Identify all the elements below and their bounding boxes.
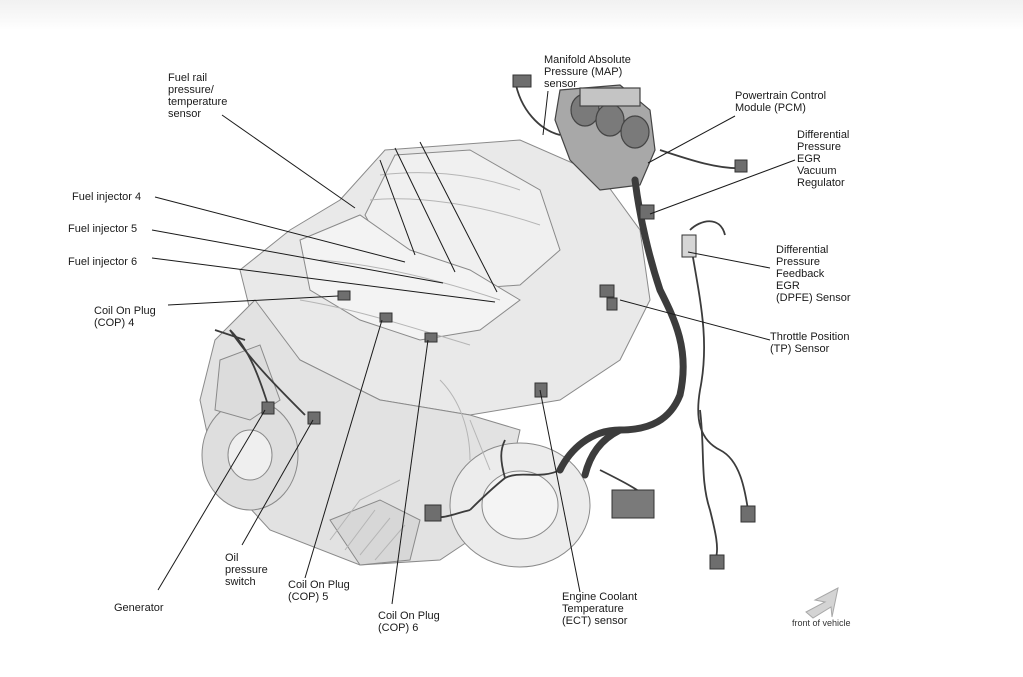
label-tp-sensor: Throttle Position (TP) Sensor (770, 331, 850, 355)
thin-wires (214, 79, 749, 561)
pcm-module (554, 84, 656, 191)
front-arrow-icon (805, 587, 839, 619)
engine-body (199, 139, 651, 568)
label-pcm: Powertrain Control Module (PCM) (735, 90, 827, 114)
label-oil-pressure-switch: Oil pressure switch (225, 552, 268, 588)
label-map-sensor: Manifold Absolute Pressure (MAP) sensor (544, 54, 631, 90)
wiring-harness (556, 176, 687, 479)
leader-lines (151, 90, 796, 605)
label-fuel-injector-4: Fuel injector 4 (72, 191, 142, 203)
label-ect-sensor: Engine Coolant Temperature (ECT) sensor (562, 591, 638, 627)
label-generator: Generator (114, 602, 164, 614)
connectors (261, 74, 756, 570)
label-cop-6: Coil On Plug (COP) 6 (378, 610, 440, 634)
label-fuel-injector-6: Fuel injector 6 (68, 256, 138, 268)
top-band (0, 0, 1023, 30)
label-cop-5: Coil On Plug (COP) 5 (288, 579, 350, 603)
label-cop-4: Coil On Plug (COP) 4 (94, 305, 156, 329)
label-fuel-rail-sensor: Fuel rail pressure/ temperature sensor (168, 72, 228, 120)
label-dpfe-sensor: Differential Pressure Feedback EGR (DPFE… (776, 244, 851, 304)
label-dp-egr-vacuum-regulator: Differential Pressure EGR Vacuum Regulat… (797, 129, 850, 189)
label-front-of-vehicle: front of vehicle (792, 618, 851, 628)
label-fuel-injector-5: Fuel injector 5 (68, 223, 138, 235)
